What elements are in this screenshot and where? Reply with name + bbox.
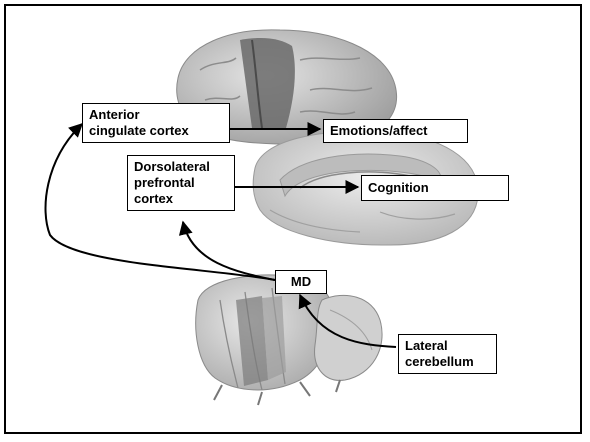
cognition-label: Cognition <box>368 180 502 196</box>
cerebellum-label-line-2: cerebellum <box>405 354 490 370</box>
acc-label-box: Anterior cingulate cortex <box>82 103 230 143</box>
cerebellum-label-line-1: Lateral <box>405 338 490 354</box>
md-label: MD <box>282 274 320 290</box>
dlpfc-label-line-3: cortex <box>134 191 228 207</box>
md-label-box: MD <box>275 270 327 294</box>
emotions-label: Emotions/affect <box>330 123 461 139</box>
cerebellum-label-box: Lateral cerebellum <box>398 334 497 374</box>
emotions-label-box: Emotions/affect <box>323 119 468 143</box>
acc-label-line-1: Anterior <box>89 107 223 123</box>
cognition-label-box: Cognition <box>361 175 509 201</box>
acc-label-line-2: cingulate cortex <box>89 123 223 139</box>
thalamus-image <box>196 275 382 405</box>
dlpfc-label-line-1: Dorsolateral <box>134 159 228 175</box>
dlpfc-label-box: Dorsolateral prefrontal cortex <box>127 155 235 211</box>
dlpfc-label-line-2: prefrontal <box>134 175 228 191</box>
